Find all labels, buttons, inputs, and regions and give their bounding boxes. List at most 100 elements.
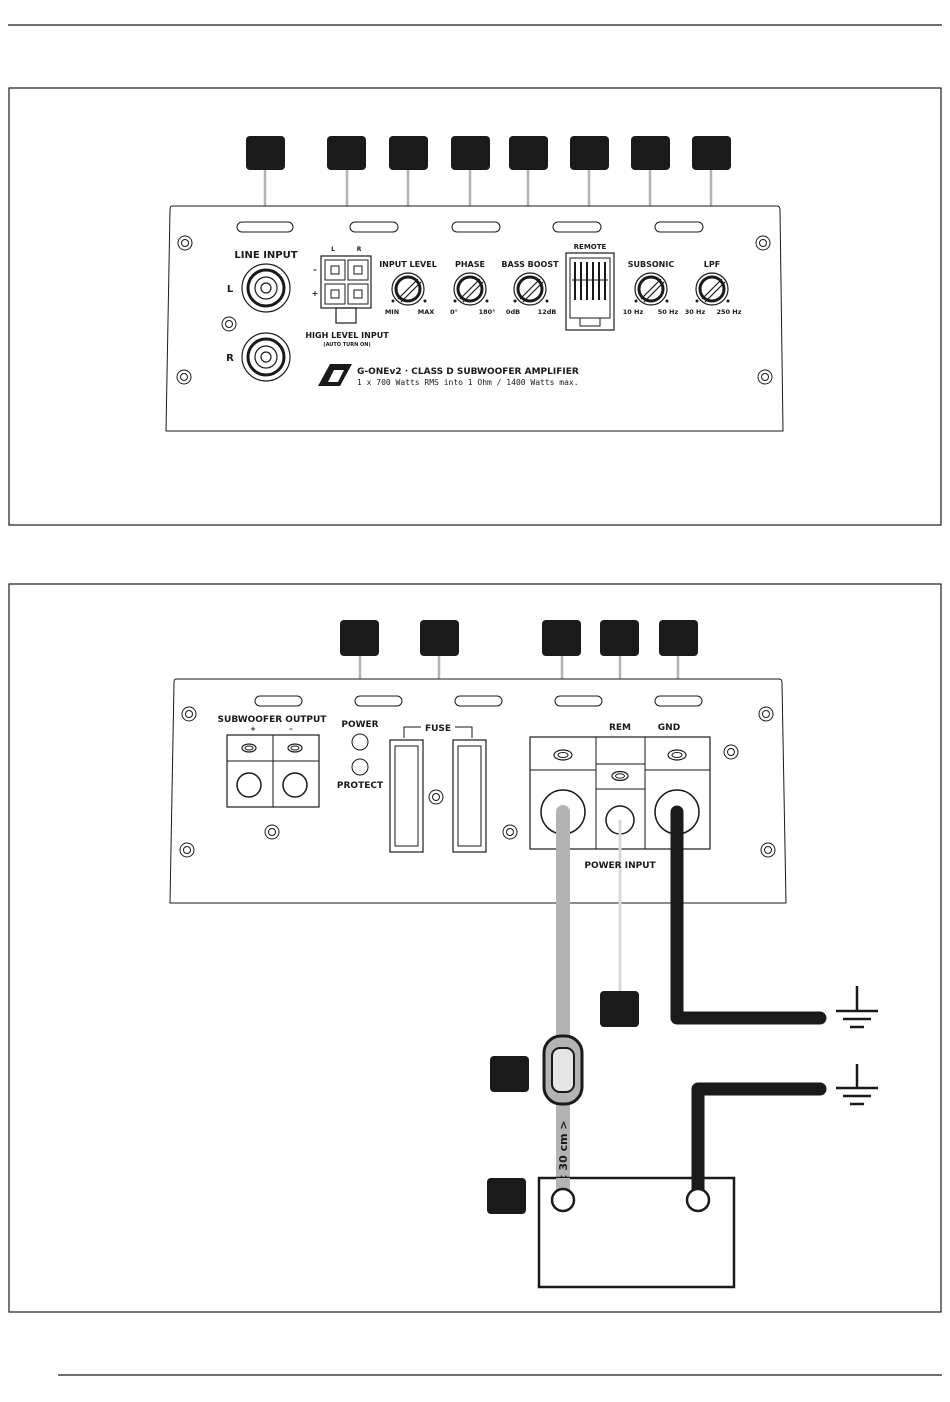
distance-label: < 30 cm >	[557, 1120, 570, 1183]
callout-marker	[631, 136, 670, 170]
subsonic-min: 10 Hz	[623, 308, 644, 316]
line-input-left-label: L	[227, 284, 234, 295]
power-led	[351, 733, 369, 751]
ground-icon	[836, 986, 878, 1029]
rca-left-jack[interactable]	[241, 263, 291, 313]
rear-figure-frame	[8, 583, 942, 1313]
protect-led	[351, 758, 369, 776]
phase-knob[interactable]: PHASE 0° 180°	[450, 260, 495, 316]
gnd-label: GND	[658, 723, 680, 733]
model-line: G-ONEv2 · CLASS D SUBWOOFER AMPLIFIER	[357, 367, 579, 377]
screw-icon	[758, 706, 774, 722]
callout-marker	[600, 991, 639, 1027]
lpf-max: 250 Hz	[716, 308, 741, 316]
rear-callouts	[340, 620, 698, 656]
callout-marker	[340, 620, 379, 656]
rear-slots	[254, 695, 703, 707]
power-led-label: POWER	[341, 720, 378, 730]
screw-icon	[757, 369, 773, 385]
lpf-knob[interactable]: LPF 30 Hz 250 Hz	[685, 260, 742, 316]
screw-icon	[723, 744, 739, 760]
hl-left-label: L	[331, 246, 335, 253]
inline-fuse-holder	[542, 1034, 584, 1106]
remote-label: REMOTE	[574, 243, 607, 251]
screw-icon	[177, 235, 193, 251]
wiring-callouts	[487, 991, 639, 1214]
front-panel	[165, 205, 784, 432]
callout-marker	[327, 136, 366, 170]
rear-panel	[169, 678, 787, 904]
line-input-right-label: R	[226, 353, 234, 364]
ground-icon	[836, 1064, 878, 1106]
battery-positive-terminal	[550, 1187, 576, 1213]
front-screws	[176, 235, 773, 385]
screw-icon	[428, 789, 444, 805]
fuse-bracket	[403, 726, 473, 738]
esx-logo	[318, 364, 352, 386]
rca-right-jack[interactable]	[241, 332, 291, 382]
battery-negative-terminal	[685, 1187, 711, 1213]
screw-icon	[181, 706, 197, 722]
phase-min: 0°	[450, 308, 458, 316]
sub-minus-label: –	[289, 725, 293, 733]
subsonic-label: SUBSONIC	[628, 260, 675, 269]
fuse-left[interactable]	[389, 739, 424, 853]
callout-marker	[509, 136, 548, 170]
bass-boost-label: BASS BOOST	[501, 260, 559, 269]
subwoofer-output-terminal[interactable]	[226, 734, 320, 808]
screw-icon	[760, 842, 776, 858]
bass-boost-max: 12dB	[538, 308, 557, 316]
line-input-label: LINE INPUT	[234, 250, 297, 261]
hl-minus-label: –	[313, 265, 317, 274]
front-callouts	[246, 136, 731, 170]
subwoofer-output-label: SUBWOOFER OUTPUT	[218, 715, 328, 725]
phase-max: 180°	[479, 308, 496, 316]
lpf-min: 30 Hz	[685, 308, 706, 316]
screw-icon	[502, 824, 518, 840]
callout-marker	[420, 620, 459, 656]
subsonic-max: 50 Hz	[658, 308, 679, 316]
input-level-knob[interactable]: INPUT LEVEL MIN MAX	[379, 260, 437, 316]
sub-plus-label: +	[250, 725, 256, 733]
rear-screws	[179, 706, 776, 858]
lpf-label: LPF	[704, 260, 720, 269]
amp-ground-wire	[670, 805, 827, 1025]
protect-led-label: PROTECT	[337, 781, 384, 791]
callout-marker	[600, 620, 639, 656]
callout-marker	[246, 136, 285, 170]
power-input-label: POWER INPUT	[584, 861, 656, 871]
screw-icon	[179, 842, 195, 858]
callout-marker	[487, 1178, 526, 1214]
screw-icon	[176, 369, 192, 385]
hl-plus-label: +	[312, 289, 319, 298]
screw-icon	[221, 316, 237, 332]
front-figure-frame	[8, 87, 942, 526]
input-level-label: INPUT LEVEL	[379, 260, 437, 269]
screw-icon	[755, 235, 771, 251]
spec-line: 1 x 700 Watts RMS into 1 Ohm / 1400 Watt…	[357, 378, 579, 387]
front-slots	[236, 221, 704, 233]
phase-label: PHASE	[455, 260, 485, 269]
input-level-min: MIN	[385, 308, 399, 316]
bass-boost-knob[interactable]: BASS BOOST 0dB 12dB	[501, 260, 559, 316]
input-level-max: MAX	[418, 308, 435, 316]
callout-marker	[389, 136, 428, 170]
callout-marker	[570, 136, 609, 170]
callout-marker	[490, 1056, 529, 1092]
callout-marker	[692, 136, 731, 170]
callout-marker	[542, 620, 581, 656]
auto-turn-on-label: (AUTO TURN ON)	[323, 342, 370, 348]
remote-port[interactable]	[565, 252, 615, 331]
high-level-input-connector[interactable]	[320, 255, 372, 324]
subsonic-knob[interactable]: SUBSONIC 10 Hz 50 Hz	[623, 260, 679, 316]
battery-ground-wire	[691, 1082, 827, 1207]
hl-right-label: R	[357, 246, 362, 253]
callout-marker	[451, 136, 490, 170]
high-level-input-label: HIGH LEVEL INPUT	[305, 331, 389, 340]
screw-icon	[264, 824, 280, 840]
callout-marker	[659, 620, 698, 656]
rem-label: REM	[609, 723, 631, 733]
fuse-right[interactable]	[452, 739, 487, 853]
bass-boost-min: 0dB	[506, 308, 520, 316]
